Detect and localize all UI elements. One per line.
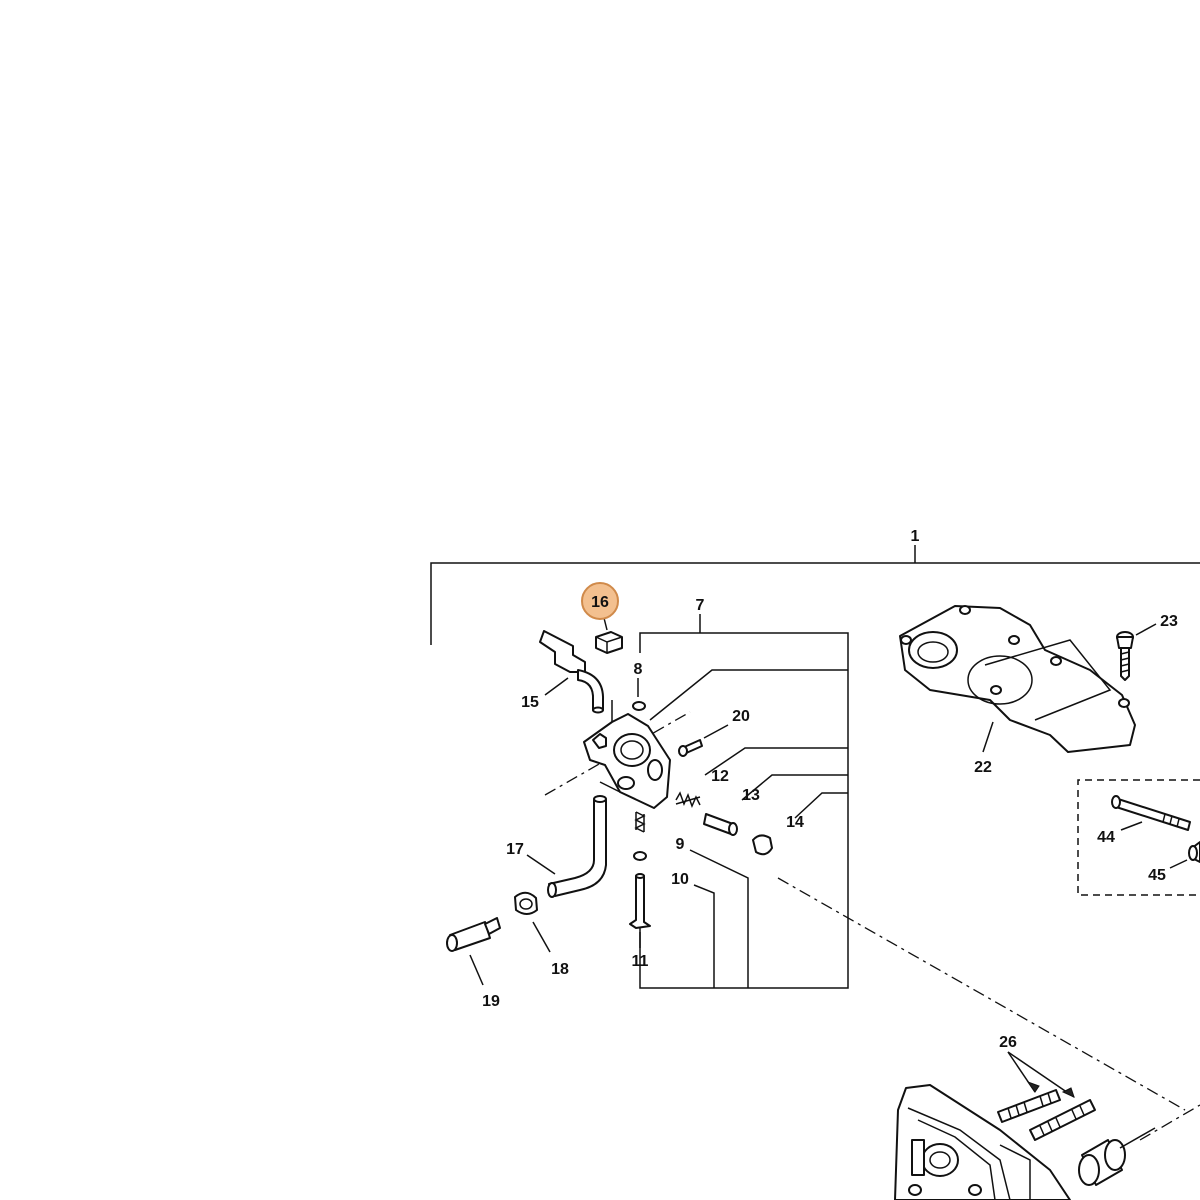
label-23[interactable]: 23: [1160, 613, 1178, 630]
part-15-suction-hose[interactable]: [539, 630, 605, 714]
parts-44-45-group: [1077, 779, 1200, 896]
part-26-stud-a[interactable]: [997, 1089, 1061, 1123]
highlight-marker-16[interactable]: [581, 582, 619, 620]
label-18[interactable]: 18: [551, 961, 569, 978]
label-17[interactable]: 17: [506, 841, 524, 858]
part-19-pickup[interactable]: [446, 917, 501, 986]
label-12[interactable]: 12: [711, 768, 729, 785]
part-16-filter[interactable]: [595, 613, 623, 654]
label-1[interactable]: 1: [911, 528, 920, 545]
part-11-shaft[interactable]: [629, 873, 651, 948]
part-45-cap[interactable]: [1169, 841, 1200, 869]
part-14-cap[interactable]: [752, 834, 773, 856]
part-20-screw[interactable]: [678, 724, 729, 757]
kit-bracket-7: [639, 614, 849, 989]
part-labels: 1 7 16 8 15 20 12 13 14 9 17 10 11 18 19…: [482, 528, 1178, 1051]
label-13[interactable]: 13: [742, 787, 760, 804]
label-45[interactable]: 45: [1148, 867, 1166, 884]
part-44-bolt[interactable]: [1111, 795, 1191, 831]
label-16[interactable]: 16: [591, 594, 609, 611]
part-18-grommet[interactable]: [514, 891, 551, 953]
label-7[interactable]: 7: [696, 597, 705, 614]
part-23-screw[interactable]: [1116, 623, 1157, 681]
assembly-bracket-1: [430, 545, 1200, 645]
part-8-circlip[interactable]: [632, 678, 646, 711]
part-26-leaders: [1007, 1051, 1075, 1098]
label-20[interactable]: 20: [732, 708, 750, 725]
part-17-oil-hose[interactable]: [526, 795, 607, 898]
part-12-spring[interactable]: [675, 791, 701, 809]
label-9[interactable]: 9: [676, 836, 685, 853]
crankcase-part[interactable]: [894, 1084, 1071, 1200]
part-22-housing[interactable]: [899, 605, 1136, 753]
part-13-pin[interactable]: [703, 813, 738, 836]
label-22[interactable]: 22: [974, 759, 992, 776]
label-44[interactable]: 44: [1097, 829, 1115, 846]
part-10-circlip[interactable]: [633, 851, 647, 861]
label-14[interactable]: 14: [786, 814, 804, 831]
label-19[interactable]: 19: [482, 993, 500, 1010]
label-10[interactable]: 10: [671, 871, 689, 888]
label-15[interactable]: 15: [521, 694, 539, 711]
label-8[interactable]: 8: [634, 661, 643, 678]
part-9-spring[interactable]: [634, 811, 646, 833]
part-26-stud-b[interactable]: [1029, 1099, 1096, 1141]
label-26[interactable]: 26: [999, 1034, 1017, 1051]
threaded-sleeve[interactable]: [1078, 1127, 1156, 1186]
label-11[interactable]: 11: [632, 953, 649, 970]
oil-pump-body[interactable]: [583, 700, 671, 809]
